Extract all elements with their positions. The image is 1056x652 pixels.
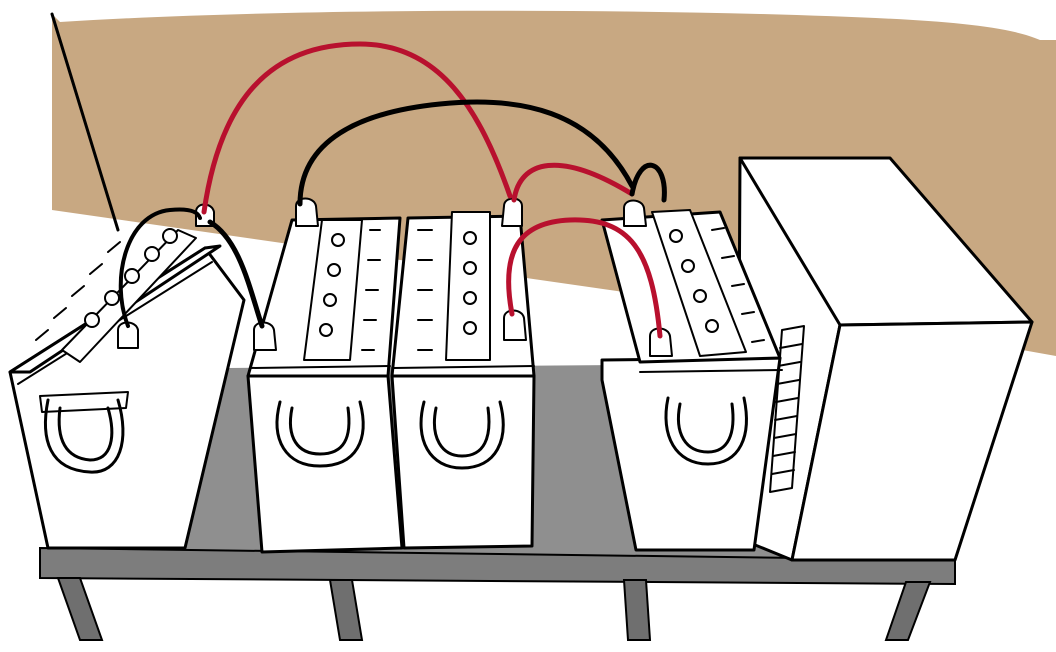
battery-1-cap-strip: [61, 229, 197, 363]
wall-left-edge: [50, 12, 120, 232]
battery-2-terminal-b: [253, 321, 277, 351]
battery-3-terminal-a: [501, 197, 523, 227]
battery-2-cap-strip: [303, 219, 363, 361]
table-leg-left: [56, 577, 104, 641]
positive-cable-1: [201, 41, 513, 215]
battery-3-body: [390, 374, 536, 550]
cabinet-front: [790, 320, 1034, 562]
table-leg-right-mid: [622, 579, 652, 641]
battery-2-handle: [275, 400, 365, 468]
battery-1-terminal-neg: [117, 321, 139, 349]
battery-1-handle: [43, 398, 125, 474]
table-front-edge: [39, 546, 956, 586]
battery-4: [600, 199, 783, 552]
battery-3: [390, 197, 536, 550]
battery-1: [8, 203, 246, 550]
table-leg-right: [884, 581, 932, 641]
negative-cable-1: [297, 99, 635, 207]
negative-cable-2: [629, 162, 667, 203]
negative-cable-3: [207, 219, 265, 329]
table-leg-mid: [328, 579, 364, 641]
battery-3-terminal-b: [503, 309, 527, 341]
battery-4-terminal-a: [623, 199, 647, 227]
battery-4-cap-strip: [651, 209, 747, 357]
equipment-cabinet: [736, 156, 1034, 562]
battery-4-handle: [664, 396, 748, 466]
battery-3-handle: [419, 400, 505, 470]
cabinet-vent: [769, 325, 805, 493]
battery-3-cap-strip: [445, 211, 491, 361]
positive-cable-3: [506, 217, 663, 339]
battery-2-body: [246, 374, 404, 554]
negative-cable-4: [118, 207, 202, 328]
cables: [118, 41, 667, 339]
battery-4-terminal-b: [649, 327, 673, 357]
battery-2: [246, 197, 404, 554]
positive-cable-2: [511, 162, 635, 203]
